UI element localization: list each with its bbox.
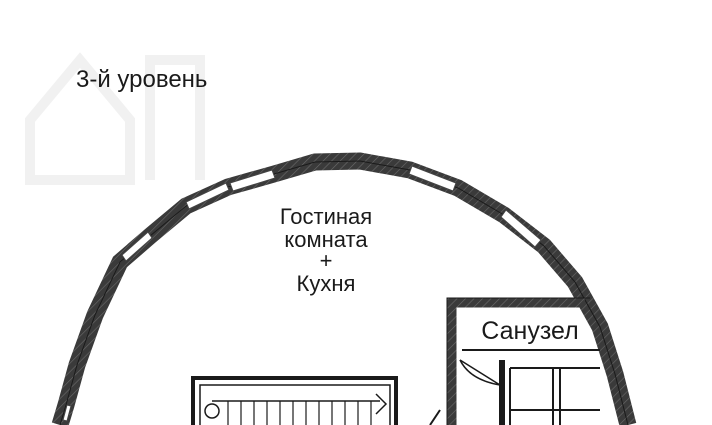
stair-arrow-icon	[375, 393, 388, 415]
room-label-bathroom: Санузел	[481, 317, 578, 345]
level-label: 3-й уровень	[76, 66, 207, 93]
partition-stub	[429, 409, 441, 425]
room-label-plus: +	[320, 248, 333, 273]
window	[408, 165, 457, 192]
window	[121, 231, 153, 262]
window	[185, 182, 230, 210]
stair-start-icon	[204, 403, 220, 419]
bathroom-door	[459, 359, 501, 386]
room-label-kitchen: Кухня	[297, 271, 356, 296]
bathroom-walls	[446, 297, 600, 425]
window	[229, 169, 276, 192]
windows	[62, 165, 542, 422]
room-label-living: Гостиная	[280, 204, 372, 229]
window	[500, 209, 542, 248]
stair-steps	[227, 401, 372, 425]
room-label-living-2: комната	[284, 227, 368, 252]
outer-wall-outline	[59, 160, 629, 425]
window	[62, 404, 72, 422]
watermark-logo	[25, 52, 205, 185]
staircase	[191, 376, 398, 425]
